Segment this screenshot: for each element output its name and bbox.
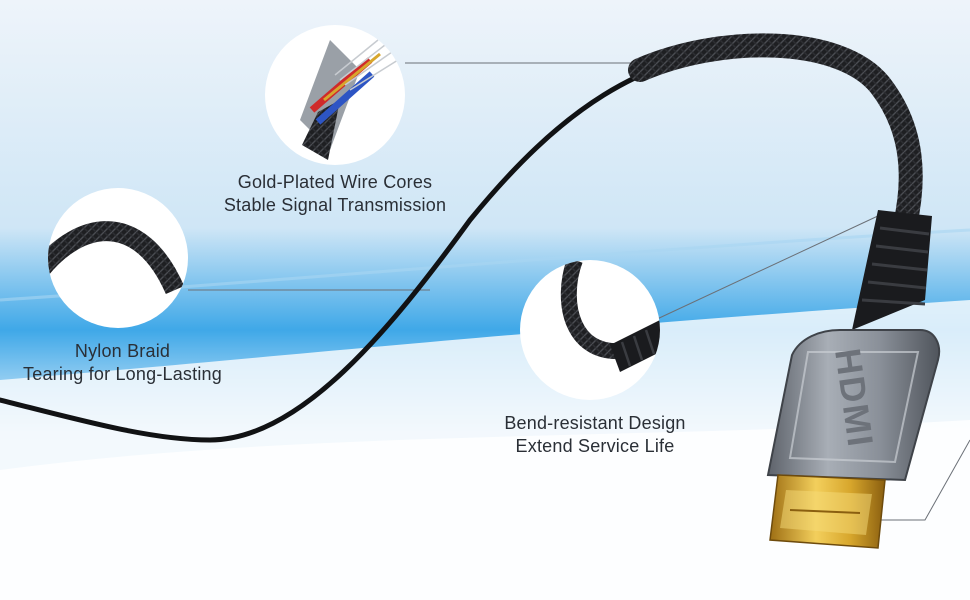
nylon-braid-detail	[48, 188, 188, 328]
bend-resistant-detail	[520, 260, 660, 400]
wire-cores-caption-line1: Gold-Plated Wire Cores	[237, 172, 433, 192]
thin-cable	[0, 42, 763, 443]
wire-cores-caption-line2: Stable Signal Transmission	[223, 195, 447, 215]
wire-cores-detail	[265, 25, 405, 165]
bend-resistant-caption: Bend-resistant Design Extend Service Lif…	[480, 412, 710, 458]
bend-resistant-caption-line1: Bend-resistant Design	[504, 413, 686, 433]
wire-cores-caption: Gold-Plated Wire Cores Stable Signal Tra…	[200, 171, 470, 217]
bend-resistant-caption-line2: Extend Service Life	[515, 436, 675, 456]
nylon-braid-caption: Nylon Braid Tearing for Long-Lasting	[0, 340, 245, 386]
nylon-braid-caption-line2: Tearing for Long-Lasting	[23, 364, 222, 384]
nylon-braid-caption-line1: Nylon Braid	[74, 341, 171, 361]
braided-cable	[628, 33, 923, 237]
hdmi-connector: HDMI	[766, 329, 940, 549]
callout-lines	[188, 62, 970, 521]
strain-relief	[852, 210, 932, 330]
